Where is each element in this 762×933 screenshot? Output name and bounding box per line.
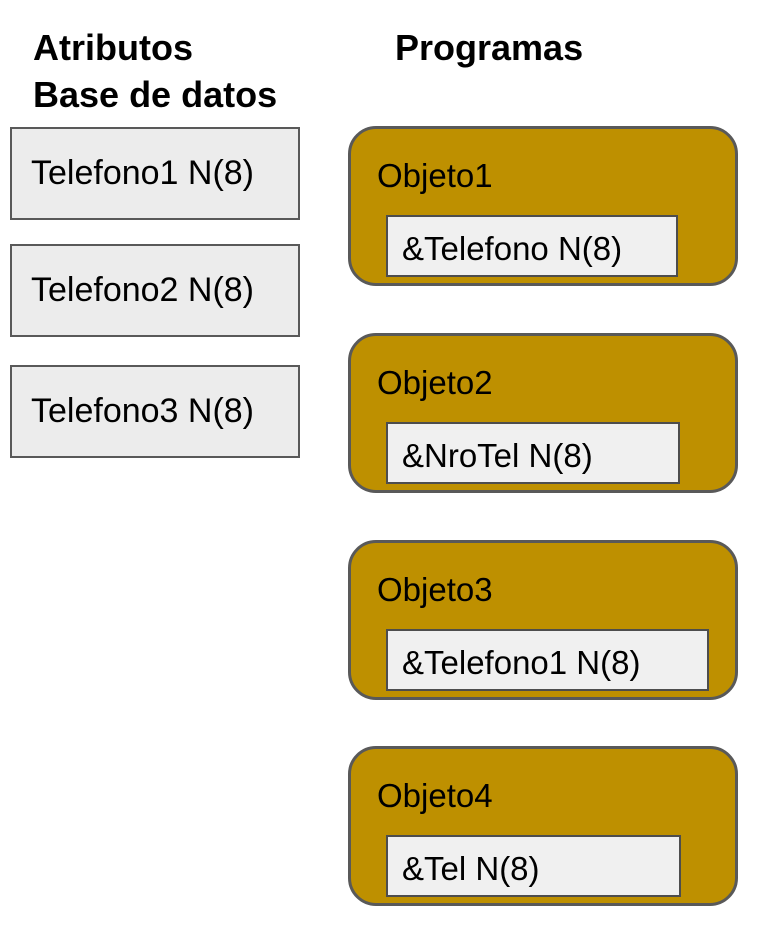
object-title: Objeto4 bbox=[377, 777, 493, 814]
attributes-heading-line1: Atributos bbox=[33, 27, 193, 68]
attribute-box-telefono2: Telefono2 N(8) bbox=[10, 244, 300, 337]
attribute-box-telefono1: Telefono1 N(8) bbox=[10, 127, 300, 220]
variable-box: &Telefono1 N(8) bbox=[386, 629, 709, 691]
program-object-1: Objeto1 &Telefono N(8) bbox=[348, 126, 738, 286]
attributes-heading-line2: Base de datos bbox=[33, 74, 278, 115]
variable-label: &NroTel N(8) bbox=[402, 437, 593, 474]
attribute-label: Telefono1 N(8) bbox=[31, 154, 255, 192]
object-title: Objeto2 bbox=[377, 364, 493, 401]
program-object-3: Objeto3 &Telefono1 N(8) bbox=[348, 540, 738, 700]
program-object-2: Objeto2 &NroTel N(8) bbox=[348, 333, 738, 493]
variable-label: &Tel N(8) bbox=[402, 850, 540, 887]
attribute-label: Telefono3 N(8) bbox=[31, 392, 255, 430]
attribute-box-telefono3: Telefono3 N(8) bbox=[10, 365, 300, 458]
variable-label: &Telefono1 N(8) bbox=[402, 644, 641, 681]
object-title: Objeto1 bbox=[377, 157, 493, 194]
attributes-column-heading: Atributos Base de datos bbox=[33, 24, 277, 118]
variable-box: &Tel N(8) bbox=[386, 835, 681, 897]
attribute-label: Telefono2 N(8) bbox=[31, 271, 255, 309]
variable-box: &NroTel N(8) bbox=[386, 422, 680, 484]
programs-column-heading: Programas bbox=[395, 27, 584, 68]
object-title: Objeto3 bbox=[377, 571, 493, 608]
program-object-4: Objeto4 &Tel N(8) bbox=[348, 746, 738, 906]
variable-label: &Telefono N(8) bbox=[402, 230, 623, 267]
variable-box: &Telefono N(8) bbox=[386, 215, 678, 277]
